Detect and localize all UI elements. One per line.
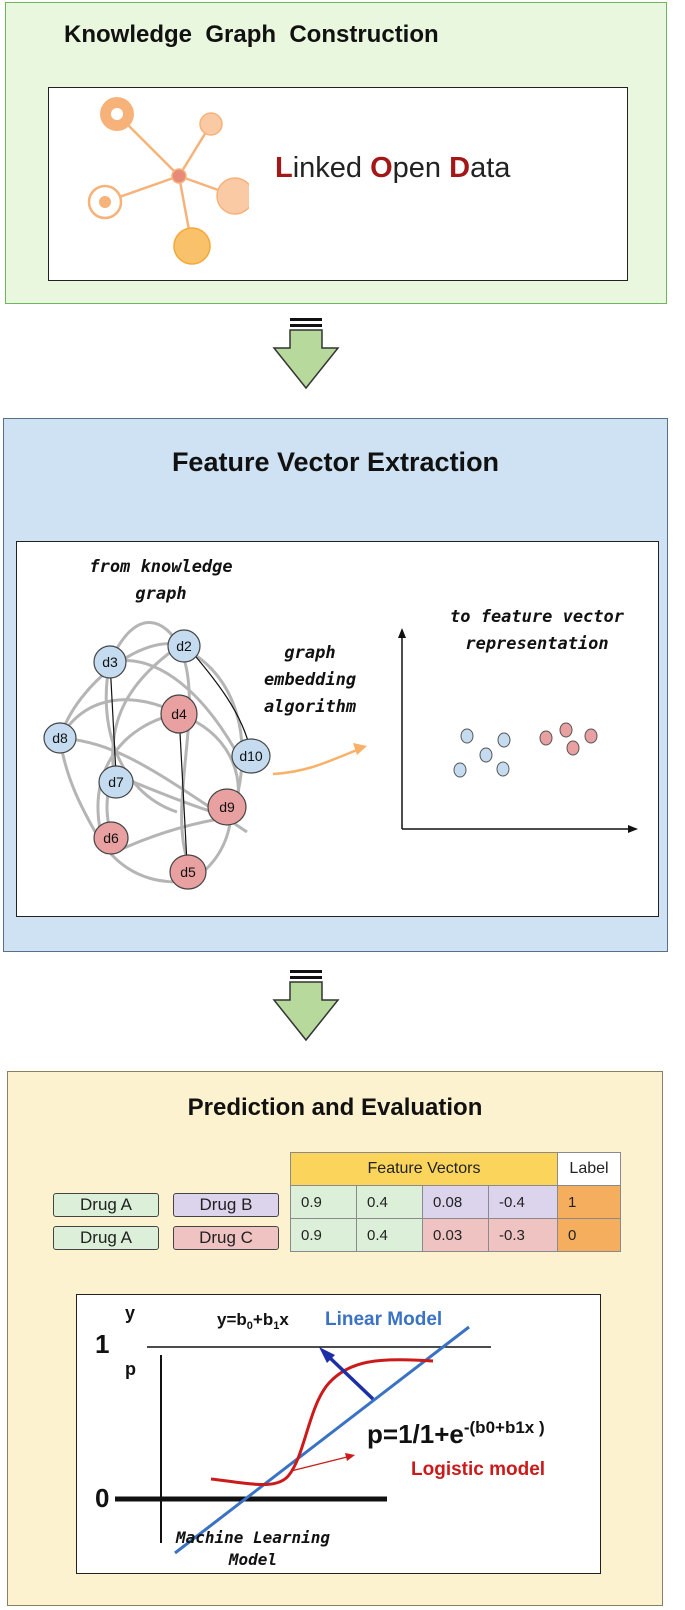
- feature-cell: 0.08: [422, 1185, 489, 1219]
- ml-model-label: Model: [228, 1550, 277, 1569]
- node-label: d9: [219, 799, 235, 815]
- drug-a-pill: Drug A: [53, 1226, 159, 1250]
- node-d4: [160, 694, 198, 734]
- drug-b-pill: Drug B: [173, 1193, 279, 1217]
- node-label: d10: [239, 748, 263, 764]
- node-label: d3: [102, 654, 118, 670]
- logistic-model-label: Logistic model: [411, 1459, 545, 1480]
- node-d7: [98, 765, 134, 799]
- feature-cell: -0.4: [488, 1185, 558, 1219]
- model-plot: y 1 p 0 y=b0+b1x Linear Model p=1/1+e-(b…: [95, 1303, 545, 1569]
- node-label: d2: [176, 638, 192, 654]
- linked-open-data-icon: [87, 97, 249, 265]
- linear-model-line: [174, 1325, 470, 1555]
- linear-model-label: Linear Model: [325, 1309, 442, 1330]
- knowledge-graph-construction-panel: Knowledge Graph Construction Linked Open…: [5, 2, 667, 304]
- panel-title: Feature Vector Extraction: [171, 447, 500, 477]
- feature-cell: 0.9: [290, 1185, 357, 1219]
- scatter-point-red: [559, 722, 573, 738]
- linear-equation: y=b0+b1x: [217, 1310, 289, 1332]
- feature-vector-extraction-panel: Feature Vector Extraction: [3, 418, 668, 952]
- model-plot-box: y 1 p 0 y=b0+b1x Linear Model p=1/1+e-(b…: [76, 1294, 601, 1574]
- linear-arrow: [327, 1355, 375, 1401]
- feature-cell: -0.3: [488, 1218, 558, 1252]
- node-label: d5: [180, 864, 196, 880]
- scatter-point-blue: [479, 747, 493, 763]
- scatter-point-blue: [460, 728, 474, 744]
- node-label: d6: [103, 830, 119, 846]
- logistic-model-curve: [210, 1358, 434, 1486]
- node-d5: [169, 854, 207, 890]
- scatter-point-blue: [496, 761, 510, 777]
- panel-title: Prediction and Evaluation: [187, 1094, 483, 1121]
- node-d8: [43, 722, 77, 754]
- scatter-point-red: [566, 740, 580, 756]
- feature-cell: 0.03: [422, 1218, 489, 1252]
- feature-cell: 0.9: [290, 1218, 357, 1252]
- y-axis-arrow: [398, 628, 406, 638]
- node-label: d7: [108, 774, 124, 790]
- node-label: d8: [52, 730, 68, 746]
- down-arrow-icon: [272, 970, 340, 1042]
- linked-open-data-box: Linked Open Data: [48, 87, 628, 281]
- one-axis-label: 1: [95, 1329, 109, 1359]
- linked-open-data-text: Linked Open Data: [275, 152, 511, 184]
- logistic-arrow: [290, 1456, 348, 1472]
- prediction-evaluation-panel: Prediction and Evaluation Feature Vector…: [7, 1071, 663, 1606]
- feature-cell: 0.4: [356, 1185, 423, 1219]
- from-knowledge-graph-label: from knowledge graph: [89, 557, 233, 604]
- lod-node: [199, 112, 223, 136]
- to-feature-vector-label: to feature vector representation: [450, 607, 624, 654]
- zero-axis-label: 0: [95, 1483, 109, 1513]
- down-arrow-icon: [272, 318, 340, 390]
- p-axis-label: p: [125, 1359, 136, 1379]
- node-d2: [167, 629, 201, 663]
- graph-embedding-box: d3 d2 d4 d8 d10 d7 d9 d6 d5: [16, 541, 659, 917]
- feature-cell: 0.4: [356, 1218, 423, 1252]
- logistic-equation: p=1/1+e-(b0+b1x ): [367, 1418, 545, 1449]
- scatter-point-red: [539, 730, 553, 746]
- node-label: d4: [171, 706, 187, 722]
- graph-embedding-diagram: d3 d2 d4 d8 d10 d7 d9 d6 d5: [43, 621, 638, 890]
- drug-c-pill: Drug C: [173, 1226, 279, 1250]
- lod-node: [216, 177, 249, 215]
- node-d3: [93, 645, 127, 679]
- embedding-arrow: [272, 748, 358, 776]
- x-axis-arrow: [628, 825, 638, 833]
- node-d9: [207, 788, 247, 826]
- node-d6: [93, 821, 129, 855]
- ml-model-label: Machine Learning: [175, 1528, 330, 1547]
- drug-a-pill: Drug A: [53, 1193, 159, 1217]
- panel-title: Knowledge Graph Construction: [64, 21, 439, 48]
- y-axis-label: y: [125, 1303, 135, 1323]
- node-d10: [231, 738, 271, 774]
- label-cell: 0: [557, 1218, 621, 1252]
- scatter-point-red: [584, 728, 598, 744]
- lod-node: [173, 227, 211, 265]
- label-cell: 1: [557, 1185, 621, 1219]
- feature-vectors-header: Feature Vectors: [290, 1152, 558, 1186]
- graph-embedding-algorithm-label: graph embedding algorithm: [263, 643, 357, 717]
- scatter-point-blue: [453, 762, 467, 778]
- scatter-point-blue: [497, 732, 511, 748]
- lod-center-node: [171, 168, 187, 184]
- label-header: Label: [557, 1152, 621, 1186]
